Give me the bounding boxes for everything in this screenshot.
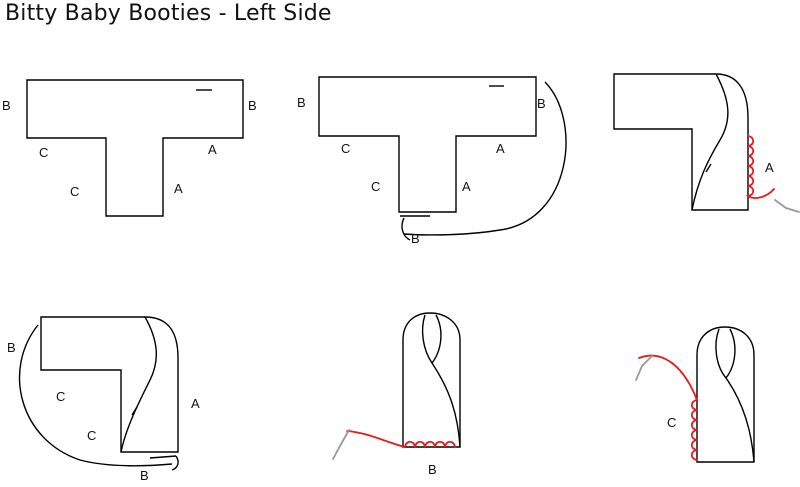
inner-fold-line: [120, 316, 158, 453]
t-shape-outline: [26, 79, 244, 217]
diagram-title: Bitty Baby Booties - Left Side: [5, 1, 332, 26]
edge-label-c-lower: C: [371, 179, 380, 194]
edge-label-c-upper: C: [56, 389, 65, 404]
whip-stitch-a: [745, 135, 775, 199]
mark-tick: [131, 406, 138, 416]
edge-label-a-lower: A: [462, 179, 471, 194]
fold-curve-b: [18, 324, 173, 467]
edge-label-b-right: B: [248, 98, 257, 113]
edge-label-c-upper: C: [341, 141, 350, 156]
edge-label-a: A: [191, 396, 200, 411]
whip-stitch-b: [346, 430, 456, 449]
step-5-stitch-b: B: [332, 312, 461, 477]
step-1-flat-pattern: B B C A C A: [2, 79, 257, 217]
fold-curve-b: [403, 81, 567, 236]
edge-label-b-left: B: [297, 95, 306, 110]
edge-label-c-lower: C: [87, 428, 96, 443]
inner-fold-loop: [715, 328, 736, 380]
edge-label-b-left: B: [2, 98, 11, 113]
edge-label-a-upper: A: [496, 141, 505, 156]
step-2-fold-b: B B C A C A B: [297, 76, 567, 246]
needle-icon: [774, 199, 800, 213]
folded-outline: [613, 73, 749, 211]
edge-label-b: B: [428, 462, 437, 477]
edge-label-a-upper: A: [208, 142, 217, 157]
edge-label-c-lower: C: [70, 184, 79, 199]
inner-fold-line: [431, 362, 461, 448]
edge-label-b-left: B: [7, 340, 16, 355]
edge-label-b-bottom: B: [411, 231, 420, 246]
step-4-fold-b: B C C A B: [7, 316, 200, 483]
needle-icon: [332, 429, 350, 460]
edge-label-c-upper: C: [39, 145, 48, 160]
mark-tick: [705, 163, 712, 173]
inner-fold-loop: [421, 314, 442, 365]
inner-fold-line: [725, 377, 755, 463]
inner-fold-line: [691, 73, 729, 211]
edge-label-a-lower: A: [174, 181, 183, 196]
bootie-outline: [402, 312, 461, 448]
edge-label-b-right: B: [537, 96, 546, 111]
edge-label-b-bottom: B: [140, 468, 149, 483]
step-3-stitch-a: A: [613, 73, 800, 213]
bootie-outline: [696, 326, 755, 463]
needle-icon: [635, 355, 653, 381]
t-shape-outline: [318, 76, 537, 213]
edge-label-a: A: [765, 160, 774, 175]
fold-end-hook: [149, 455, 179, 471]
fold-end-hook: [400, 215, 430, 241]
folded-outline: [40, 316, 179, 453]
step-6-stitch-c: C: [635, 326, 755, 463]
whip-stitch-c: [638, 354, 699, 461]
edge-label-c: C: [667, 415, 676, 430]
